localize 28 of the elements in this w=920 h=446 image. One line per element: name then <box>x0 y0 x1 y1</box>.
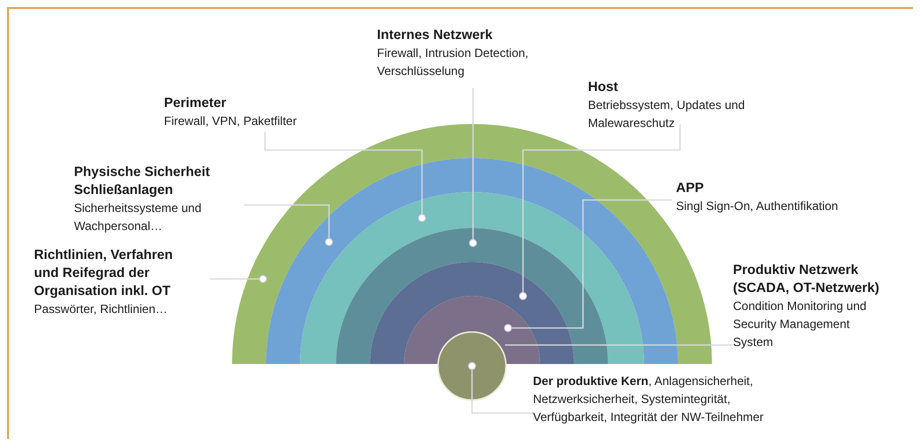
layer-heading: Host <box>588 78 619 96</box>
leader-line <box>519 124 681 300</box>
ring-band <box>266 158 678 364</box>
layer-heading: Perimeter <box>164 94 228 112</box>
leader-line <box>469 88 477 247</box>
layer-heading: Produktiv Netzwerk (SCADA, OT-Netzwerk) <box>733 261 880 297</box>
layer-description: Passwörter, Richtlinien… <box>34 301 168 318</box>
ring-band <box>300 192 644 364</box>
layer-description: Firewall, VPN, Paketfilter <box>164 113 298 130</box>
layer-description: Singl Sign-On, Authentifikation <box>676 198 840 215</box>
leader-line <box>264 132 426 222</box>
layer-description: Sicherheitssysteme und Wachpersonal… <box>74 200 202 235</box>
layer-description: Firewall, Intrusion Detection, Verschlüsselung <box>377 45 530 80</box>
leader-line <box>504 199 672 332</box>
leader-line <box>244 204 333 246</box>
layer-description: Condition Monitoring und Security Management System <box>733 298 868 351</box>
layer-heading: Richtlinien, Verfahren und Reifegrad der Organisation inkl. OT <box>34 246 174 300</box>
leader-line <box>468 362 533 414</box>
layer-heading: Physische Sicherheit Schließanlagen <box>74 163 211 199</box>
layer-heading: APP <box>676 179 705 197</box>
ring-band <box>370 262 574 364</box>
layer-heading: Internes Netzwerk <box>377 26 494 44</box>
layer-description: Betriebssystem, Updates und Malewareschutz <box>588 97 746 132</box>
core-circle <box>437 331 507 401</box>
ring-band <box>336 228 608 364</box>
leader-line <box>505 344 733 346</box>
description-text: Der produktive Kern, Anlagensicherheit, Netzwerksicherheit, Systemintegrität, Verfügbarkeit, Integrität der NW-Teilnehmer <box>533 373 765 426</box>
leader-line <box>210 275 267 283</box>
